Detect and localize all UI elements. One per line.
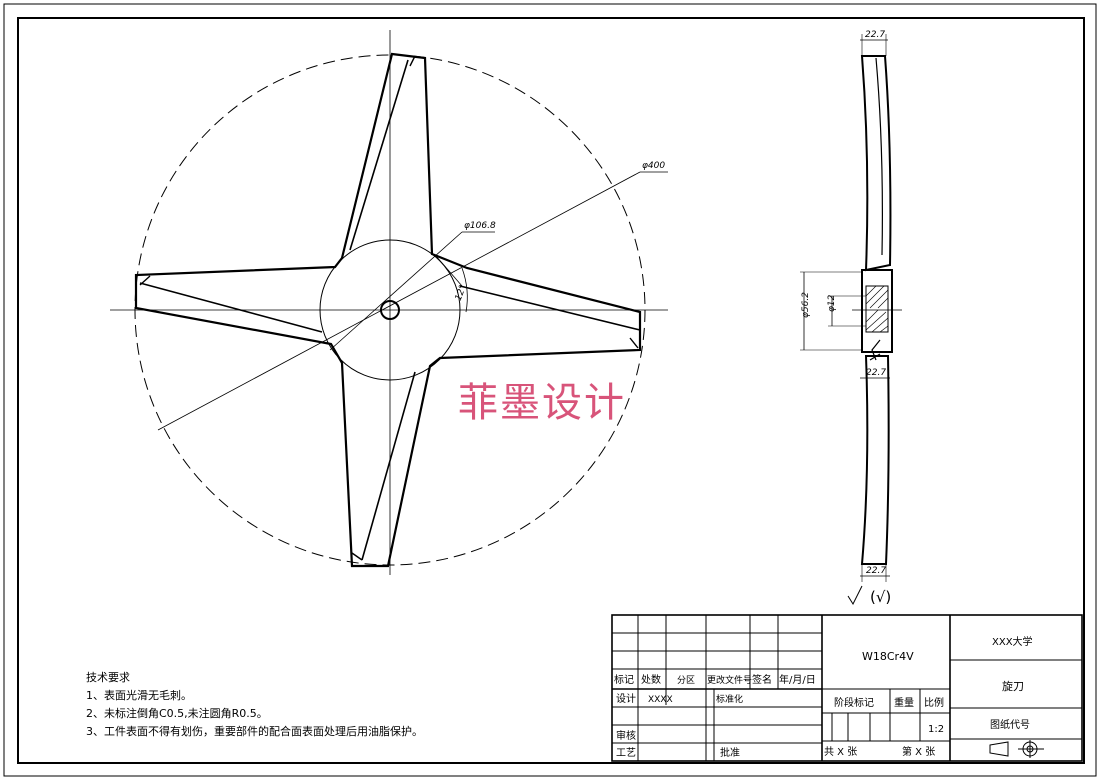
hdr-mark: 标记 [614,674,634,686]
side-lower-blade [860,355,890,565]
hatch-lines [865,285,889,333]
bevel-right-2 [629,337,639,349]
drawing-code-label: 图纸代号 [990,718,1030,731]
side-hub [861,269,893,353]
leader-d106 [329,231,463,351]
front-view [110,30,668,575]
dim-mid-width: 22.7 [866,368,886,378]
university: XXX大学 [992,635,1033,648]
bevel-top-1 [349,59,409,251]
dim-top-width: 22.7 [865,30,885,40]
designer-name: XXXX [648,695,673,705]
review-label: 审核 [616,729,636,742]
notes-title: 技术要求 [86,671,130,684]
projection-symbol-icon [989,740,1044,758]
dim-d106: φ106.8 [464,221,496,231]
watermark: 菲墨设计 [458,380,626,426]
weight-label: 重量 [894,696,914,709]
bevel-bottom-2 [351,552,363,561]
process-label: 工艺 [616,747,636,759]
hdr-count: 处数 [641,673,661,686]
outer-frame [3,3,1097,777]
angle-line [435,255,463,287]
inner-frame [17,17,1085,764]
blade-outline [134,52,642,568]
standardization-label: 标准化 [716,693,743,705]
bevel-bottom-1 [361,371,416,561]
hdr-date: 年/月/日 [779,673,816,686]
side-lower-line [869,353,881,361]
part-name: 旋刀 [1002,679,1024,693]
bevel-left-2 [139,275,151,286]
dim-d12: φ12 [827,294,837,312]
leader-d400 [157,171,641,431]
bevel-right-1 [459,285,641,331]
note-item: 2、未标注倒角C0.5,未注圆角R0.5。 [86,707,268,720]
surface-finish-symbol [847,585,863,606]
side-hub-section [865,285,889,333]
title-block [611,614,1083,762]
approve-label: 批准 [720,746,740,759]
material: W18Cr4V [862,650,914,663]
note-item: 1、表面光滑无毛刺。 [86,689,192,702]
dim-d56: φ56.2 [801,292,811,318]
side-upper-blade [860,55,892,272]
angle-arc [461,267,468,313]
scale-label: 比例 [924,696,944,709]
scale-value: 1:2 [928,724,944,735]
side-upper-bevel [875,57,883,256]
technical-requirements: 技术要求 1、表面光滑无毛刺。 2、未标注倒角C0.5,未注圆角R0.5。 3、… [86,669,423,741]
stage-label: 阶段标记 [834,696,874,709]
total-sheets: 共 X 张 [824,746,857,758]
hdr-zone: 分区 [677,675,695,686]
hdr-sign: 签名 [752,673,772,686]
side-view [800,34,902,582]
bevel-top-2 [409,55,416,67]
center-hole [380,300,400,320]
bevel-left-1 [139,282,323,333]
surface-finish-note: (√) [870,588,891,606]
hub-circle [319,239,461,381]
hdr-change-doc: 更改文件号 [707,674,752,686]
note-item: 3、工件表面不得有划伤，重要部件的配合面表面处理后用油脂保护。 [86,725,423,738]
design-label: 设计 [616,692,636,705]
dim-d400: φ400 [642,161,665,171]
dim-bottom-width: 22.7 [866,566,886,576]
sheet-number: 第 X 张 [902,745,935,758]
